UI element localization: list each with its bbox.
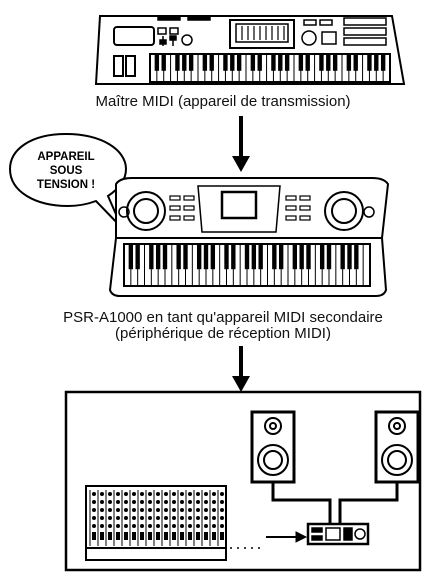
speaker-cables	[271, 482, 399, 524]
power-on-bubble-text: APPAREIL SOUS TENSION !	[14, 150, 118, 192]
psr-keyboard-keys	[128, 244, 364, 286]
arrow-master-to-slave	[232, 116, 250, 172]
amplifier-unit	[306, 522, 370, 546]
slave-caption-line1: PSR-A1000 en tant qu'appareil MIDI secon…	[63, 309, 383, 326]
bubble-line1: APPAREIL	[37, 151, 95, 163]
arrow-slave-to-mixer	[232, 346, 250, 392]
right-monitor-speaker	[374, 410, 420, 484]
bubble-line3: TENSION !	[36, 179, 96, 191]
mixer-to-amplifier-connection	[230, 531, 308, 549]
bubble-line2: SOUS	[49, 165, 83, 177]
master-keyboard-keys	[154, 54, 386, 82]
power-on-speech-bubble	[8, 132, 128, 229]
slave-caption-line2: (périphérique de réception MIDI)	[115, 325, 331, 342]
left-monitor-speaker	[250, 410, 296, 484]
master-synthesizer-image	[94, 15, 406, 85]
mixer-channel-strips	[89, 490, 227, 546]
mixing-console	[85, 485, 227, 561]
master-caption: Maître MIDI (appareil de transmission)	[95, 93, 351, 110]
